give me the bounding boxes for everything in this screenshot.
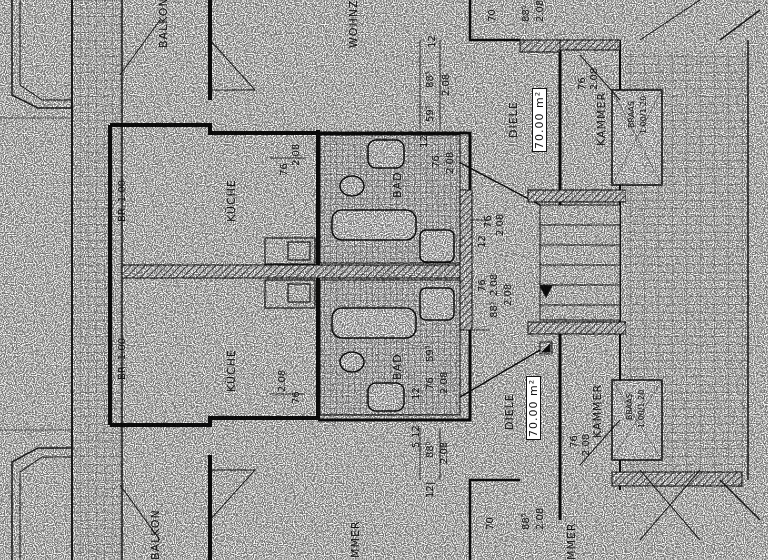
room-label-wohnzimmer-top: WOHNZ (347, 0, 360, 48)
dim-label: 12| (425, 481, 436, 498)
dim-label: 2.08 (503, 283, 514, 306)
dim-label: 5 (411, 441, 422, 448)
room-label-diele-bottom: DIELE (503, 393, 516, 430)
dim-label: 76 (483, 215, 494, 228)
area-diele-bottom: 70.00 m² (526, 375, 541, 440)
dim-label: 88⁵ (425, 71, 436, 88)
dim-label: 88⁵ (425, 441, 436, 458)
room-label-zimmer-bottom-right: MMER (565, 522, 578, 560)
dim-label: 88⁵ (521, 5, 532, 22)
room-label-balkon-bottom: BALKON (149, 509, 162, 560)
dim-label: 76 (279, 163, 290, 176)
dim-label: 12 (427, 35, 438, 48)
room-label-bad-bottom: BAD (391, 353, 404, 380)
dim-label: 2.08 (439, 441, 450, 464)
dim-label: 76 (569, 435, 580, 448)
dim-label: 2.08 (589, 67, 600, 90)
dim-label: 2.08 (581, 433, 592, 456)
room-label-kammer-top: KAMMER (595, 91, 608, 146)
dim-label: 59⁵ (425, 105, 436, 122)
dim-label: 2.08 (441, 73, 452, 96)
dim-label: 2.08 (495, 213, 506, 236)
dim-label: 2.08 (439, 371, 450, 394)
dim-label: 2.08 (277, 369, 288, 392)
dim-label: 88⁵ (489, 301, 500, 318)
dim-label: 12 (477, 235, 488, 248)
room-label-wohnzimmer-bottom: MMER (349, 520, 362, 558)
room-label-diele-top: DIELE (507, 101, 520, 138)
dim-label: 76 (291, 391, 302, 404)
room-label-kueche-top: KÜCHE (225, 179, 238, 222)
room-label-kammer-bottom: KAMMER (591, 383, 604, 438)
dim-label: 2.08 (535, 507, 546, 530)
skylight-size-top: 1.00/1.20 (639, 95, 648, 134)
dim-label: 70 (485, 517, 496, 530)
dim-label: 70 (487, 9, 498, 22)
room-label-kueche-bottom: KÜCHE (225, 349, 238, 392)
dim-label: 2.08 (535, 0, 546, 22)
skylight-label-bottom: BRAAS (625, 393, 634, 420)
dim-label: 2.08 (489, 273, 500, 296)
window-label-kueche-bottom: BR. 1.00 (117, 337, 128, 380)
skylight-label-top: BRAAS (627, 101, 636, 128)
room-label-balkon-top: BALKON (157, 0, 170, 48)
dim-label: 12 (411, 425, 422, 438)
skylight-size-bottom: 1.00/1.20 (637, 389, 646, 428)
dim-label: 88⁵ (521, 513, 532, 530)
dim-label: 76 (577, 77, 588, 90)
area-diele-top: 70.00 m² (532, 87, 547, 152)
dim-label: 76 (425, 377, 436, 390)
room-label-bad-top: BAD (391, 171, 404, 198)
dim-label: 76 (431, 155, 442, 168)
dim-label: 2.08 (445, 151, 456, 174)
dim-label: 2.08 (291, 143, 302, 166)
window-label-kueche-top: BR. 1.00 (117, 179, 128, 222)
dim-label: 59⁵ (425, 345, 436, 362)
dim-label: 12 (411, 387, 422, 400)
dim-label: 76 (477, 279, 488, 292)
dim-label: 12 (419, 135, 430, 148)
